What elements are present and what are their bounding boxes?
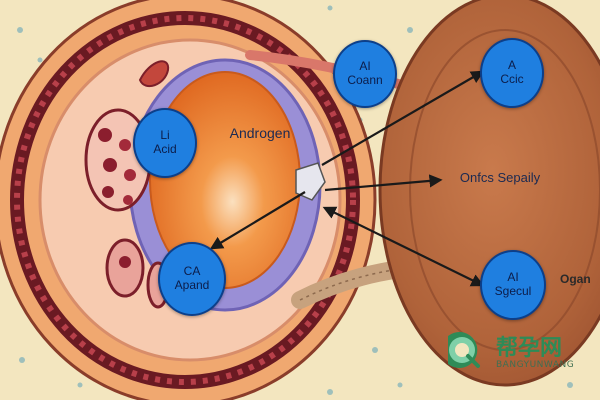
core-label: Androgen bbox=[229, 125, 291, 141]
node-left: Li Acid bbox=[133, 108, 197, 178]
watermark-logo-icon bbox=[448, 332, 480, 368]
node-top-center-line1: AI bbox=[359, 59, 371, 74]
node-top-right-line1: A bbox=[507, 58, 516, 73]
arrow-to-sepaily bbox=[324, 174, 443, 192]
node-left-line2: Acid bbox=[153, 142, 177, 156]
arrow-to-sgecul bbox=[322, 206, 485, 287]
node-top-center-line2: Coann bbox=[347, 73, 383, 87]
arrow-to-ccic bbox=[321, 70, 485, 166]
right-band-label: Onfcs Sepaily bbox=[459, 170, 541, 185]
muscle-band-dots bbox=[14, 15, 356, 385]
node-bottom-left: CA Apand bbox=[158, 242, 226, 316]
right-organ-inner bbox=[409, 29, 600, 351]
vessel-top bbox=[138, 60, 170, 88]
node-bottom-right: AI Sgecul bbox=[480, 250, 546, 320]
node-bottom-left-line2: Apand bbox=[174, 278, 210, 292]
arrow-to-apand bbox=[209, 191, 306, 250]
junction bbox=[295, 162, 326, 201]
node-bottom-right-line1: AI bbox=[507, 270, 519, 285]
duct-upper bbox=[245, 50, 425, 95]
arrows bbox=[209, 70, 485, 287]
edge-label: Ogan bbox=[560, 272, 591, 286]
node-left-line1: Li bbox=[160, 128, 170, 143]
node-bottom-left-line1: CA bbox=[183, 264, 201, 279]
node-top-center: AI Coann bbox=[333, 40, 397, 108]
watermark-subtitle: BANGYUNWANG bbox=[496, 360, 575, 370]
watermark-title: 帮孕网 bbox=[496, 336, 563, 361]
node-top-right: A Ccic bbox=[480, 38, 544, 108]
node-top-right-line2: Ccic bbox=[500, 72, 524, 86]
node-bottom-right-line2: Sgecul bbox=[494, 284, 532, 298]
